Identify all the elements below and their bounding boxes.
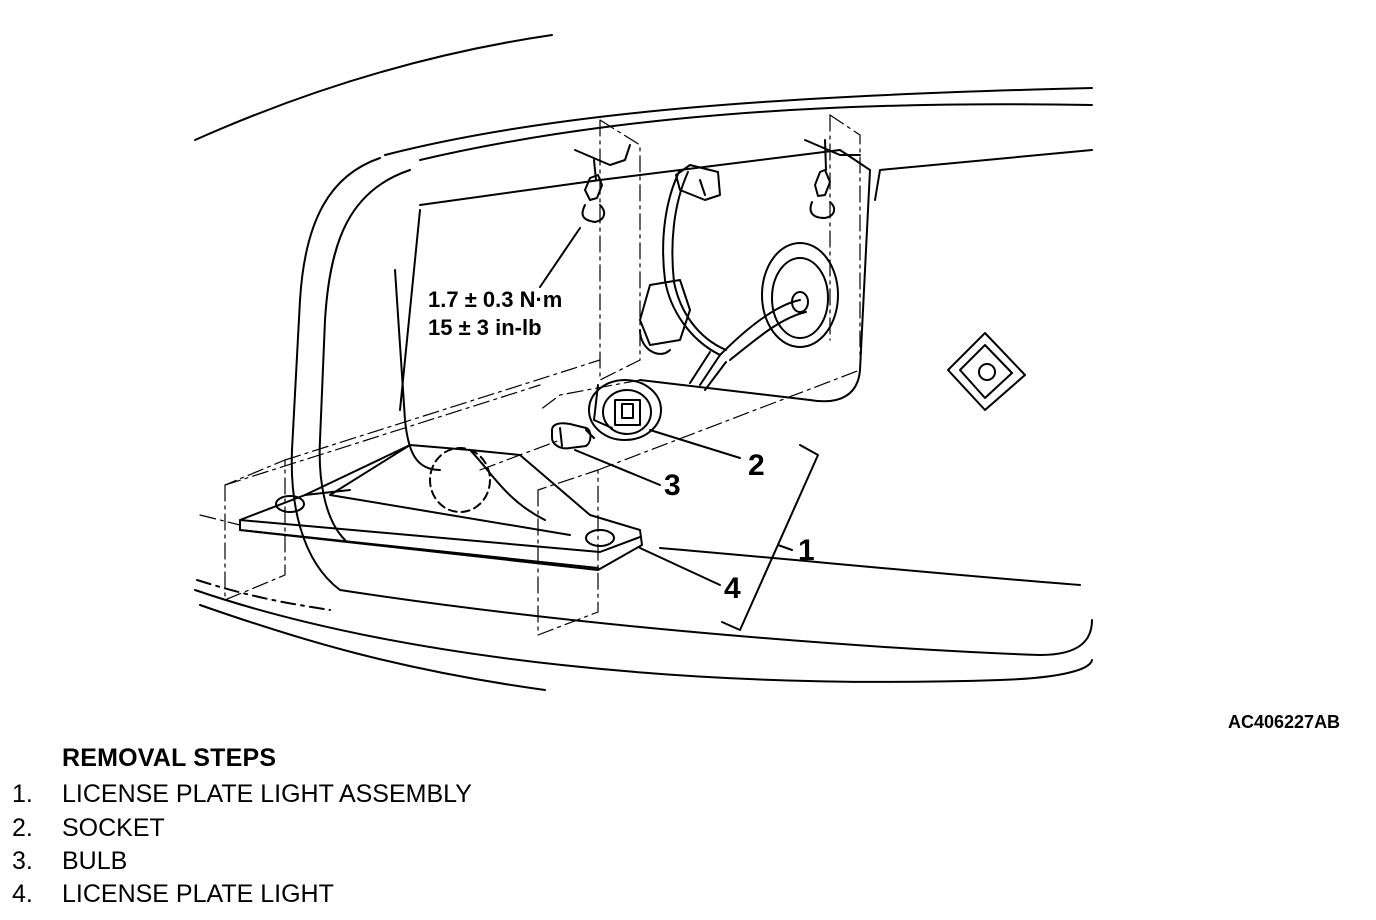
callout-3-leader [574, 449, 661, 486]
trunk-lock-icon [947, 332, 1026, 411]
license-plate-light-icon [239, 444, 643, 571]
callout-2-label: 2 [748, 449, 765, 482]
step-text: LICENSE PLATE LIGHT [62, 880, 334, 908]
callout-4-leader [639, 547, 721, 586]
removal-steps-title: REMOVAL STEPS [62, 744, 277, 772]
step-number: 4. [12, 880, 33, 908]
step-number: 3. [12, 847, 33, 875]
step-text: SOCKET [62, 814, 165, 842]
bulb-icon [551, 422, 595, 450]
callout-1-bracket [721, 444, 819, 631]
callout-2-leader [649, 429, 741, 459]
wiring-harness [662, 164, 807, 391]
left-screw-icon [574, 144, 631, 223]
step-text: BULB [62, 847, 128, 875]
callout-4-label: 4 [724, 572, 741, 605]
torque-spec-metric: 1.7 ± 0.3 N·m [428, 287, 562, 312]
torque-spec-imperial: 15 ± 3 in-lb [428, 315, 542, 340]
harness-connector [639, 279, 691, 346]
step-text: LICENSE PLATE LIGHT ASSEMBLY [62, 780, 472, 808]
trunk-lid-outline [194, 34, 553, 141]
license-plate-recess [290, 149, 1093, 656]
figure-code: AC406227AB [1228, 712, 1340, 732]
bumper-outline [194, 589, 1093, 683]
step-number: 2. [12, 814, 33, 842]
callout-1-label: 1 [798, 534, 815, 567]
callout-3-label: 3 [664, 469, 681, 502]
torque-leader [539, 227, 581, 288]
socket-icon [588, 379, 662, 441]
step-number: 1. [12, 780, 33, 808]
right-screw-icon [804, 139, 861, 219]
grommet [761, 242, 839, 348]
